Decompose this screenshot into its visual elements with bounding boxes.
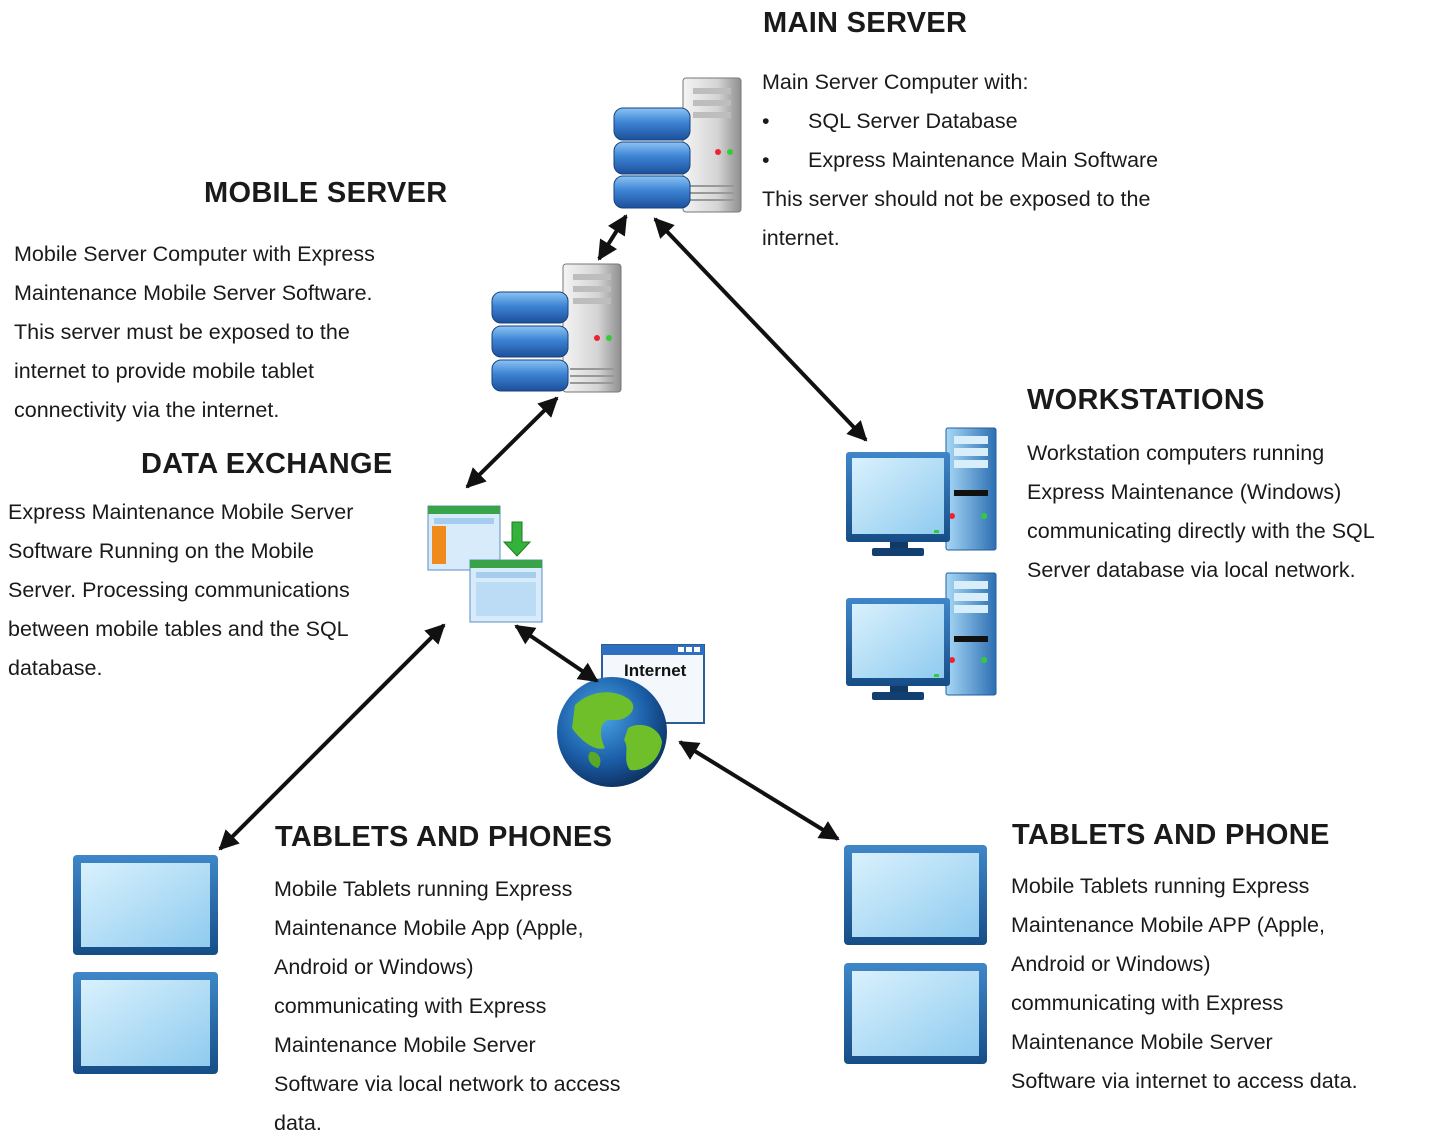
arrow-exchange-globe <box>514 624 599 683</box>
main-server-bullet: •SQL Server Database <box>762 109 1018 133</box>
text-line: between mobile tables and the SQL <box>8 617 349 641</box>
text-line: Express Maintenance (Windows) <box>1027 480 1342 504</box>
main-server-heading: MAIN SERVER <box>763 7 968 39</box>
tablets-left-heading: TABLETS AND PHONES <box>275 821 613 853</box>
text-line: database. <box>8 656 103 680</box>
mobile-server-heading: MOBILE SERVER <box>204 177 448 209</box>
text-line: This server must be exposed to the <box>14 320 350 344</box>
internet-globe-icon <box>557 644 705 787</box>
arrow-mobile-exchange <box>465 396 559 489</box>
text-line: Server. Processing communications <box>8 578 350 602</box>
text-line: communicating with Express <box>1011 991 1284 1015</box>
text-line: connectivity via the internet. <box>14 398 280 422</box>
main-server-description: Main Server Computer with: •SQL Server D… <box>762 63 1158 258</box>
tablets-right-description: Mobile Tablets running Express Maintenan… <box>1011 867 1358 1101</box>
arrow-main-workstations <box>653 217 868 442</box>
workstations-description: Workstation computers running Express Ma… <box>1027 434 1375 590</box>
text-line: communicating directly with the SQL <box>1027 519 1375 543</box>
text-line: Mobile Server Computer with Express <box>14 242 375 266</box>
workstations-heading: WORKSTATIONS <box>1027 384 1265 416</box>
internet-label: Internet <box>624 661 687 680</box>
main-server-bullet: •Express Maintenance Main Software <box>762 148 1159 172</box>
tablet-icon <box>73 855 218 955</box>
main-server-icon <box>613 77 742 213</box>
text-line: Workstation computers running <box>1027 441 1325 465</box>
tablet-icon <box>844 963 987 1064</box>
text-line: Maintenance Mobile Server <box>274 1033 536 1057</box>
text-line: Maintenance Mobile APP (Apple, <box>1011 913 1325 937</box>
text-line: Mobile Tablets running Express <box>1011 874 1310 898</box>
text-line: Android or Windows) <box>1011 952 1211 976</box>
text-line: Software via local network to access <box>274 1072 621 1096</box>
text-line: Maintenance Mobile Server <box>1011 1030 1273 1054</box>
main-server-note: This server should not be exposed to the <box>762 187 1151 211</box>
tablet-icon <box>73 972 218 1074</box>
text-line: communicating with Express <box>274 994 547 1018</box>
main-server-intro: Main Server Computer with: <box>762 70 1029 94</box>
text-line: data. <box>274 1111 322 1135</box>
data-exchange-icon <box>427 505 543 623</box>
data-exchange-heading: DATA EXCHANGE <box>141 448 393 480</box>
text-line: Maintenance Mobile Server Software. <box>14 281 373 305</box>
data-exchange-description: Express Maintenance Mobile Server Softwa… <box>8 493 353 688</box>
main-server-note: internet. <box>762 226 840 250</box>
arrow-exchange-left-tablets <box>218 623 446 851</box>
text-line: internet to provide mobile tablet <box>14 359 314 383</box>
text-line: Software Running on the Mobile <box>8 539 314 563</box>
text-line: Mobile Tablets running Express <box>274 877 573 901</box>
tablets-right-heading: TABLETS AND PHONE <box>1012 819 1330 851</box>
text-line: Software via internet to access data. <box>1011 1069 1358 1093</box>
workstation-icon <box>846 427 997 556</box>
workstation-icon <box>846 572 997 700</box>
text-line: Express Maintenance Mobile Server <box>8 500 354 524</box>
text-line: Maintenance Mobile App (Apple, <box>274 916 584 940</box>
tablet-icon <box>844 845 987 945</box>
text-line: Android or Windows) <box>274 955 474 979</box>
arrow-globe-right-tablets <box>678 740 840 841</box>
text-line: Server database via local network. <box>1027 558 1356 582</box>
arrow-main-mobile <box>597 214 628 261</box>
tablets-left-description: Mobile Tablets running Express Maintenan… <box>274 870 621 1143</box>
mobile-server-icon <box>491 263 622 393</box>
mobile-server-description: Mobile Server Computer with Express Main… <box>14 235 375 430</box>
